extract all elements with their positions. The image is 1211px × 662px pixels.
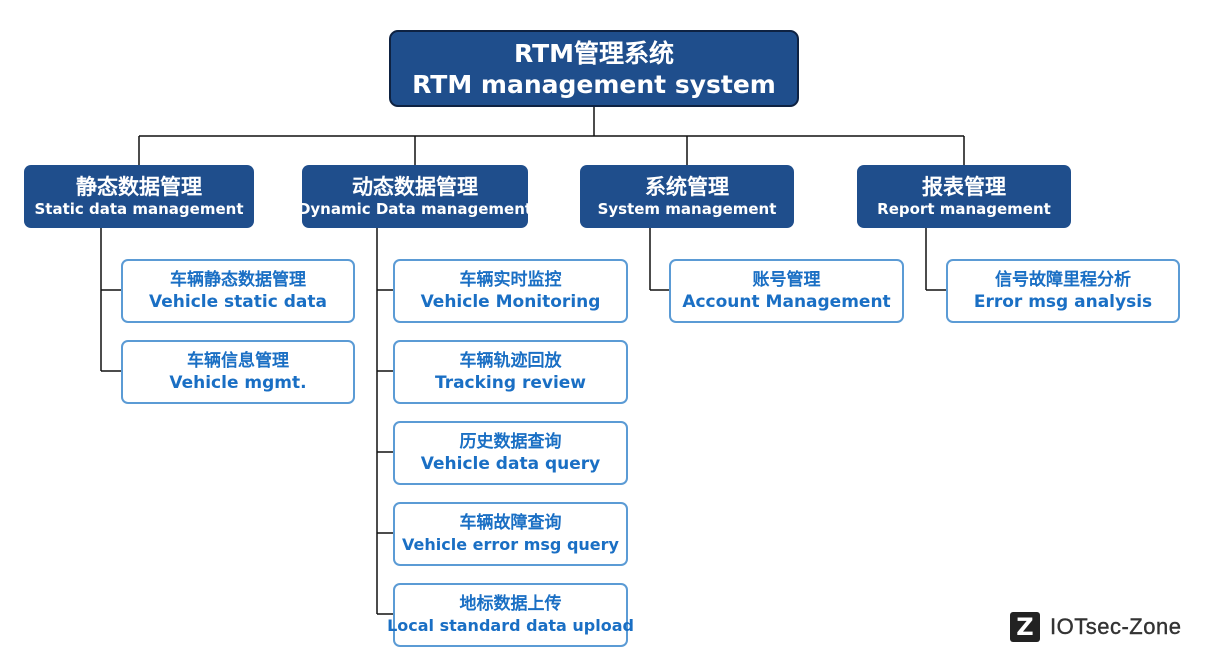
category-label-zh: 系统管理 <box>645 174 729 199</box>
category-dynamic-data: 动态数据管理 Dynamic Data management <box>302 165 528 228</box>
leaf-label-zh: 历史数据查询 <box>459 432 562 452</box>
leaf-label-en: Vehicle error msg query <box>402 535 619 554</box>
category-label-en: System management <box>597 199 777 218</box>
leaf-label-en: Vehicle data query <box>420 454 601 474</box>
leaf-vehicle-error-query: 车辆故障查询 Vehicle error msg query <box>393 502 628 566</box>
category-report: 报表管理 Report management <box>857 165 1071 228</box>
leaf-label-zh: 车辆轨迹回放 <box>459 351 562 371</box>
category-static-data: 静态数据管理 Static data management <box>24 165 254 228</box>
leaf-local-standard-upload: 地标数据上传 Local standard data upload <box>387 583 634 647</box>
leaf-vehicle-static-data: 车辆静态数据管理 Vehicle static data <box>121 259 355 323</box>
leaf-vehicle-monitoring: 车辆实时监控 Vehicle Monitoring <box>393 259 628 323</box>
leaf-label-en: Local standard data upload <box>387 616 634 635</box>
leaf-tracking-review: 车辆轨迹回放 Tracking review <box>393 340 628 404</box>
leaf-label-zh: 车辆信息管理 <box>187 351 289 371</box>
leaf-label-zh: 车辆静态数据管理 <box>170 270 306 290</box>
root-node: RTM管理系统 RTM management system <box>389 30 799 107</box>
leaf-label-zh: 信号故障里程分析 <box>995 270 1131 290</box>
leaf-label-en: Vehicle mgmt. <box>169 373 307 393</box>
category-label-zh: 静态数据管理 <box>76 174 202 199</box>
leaf-vehicle-data-query: 历史数据查询 Vehicle data query <box>393 421 628 485</box>
root-title-en: RTM management system <box>412 69 776 99</box>
leaf-account-management: 账号管理 Account Management <box>669 259 904 323</box>
category-label-en: Report management <box>877 199 1051 218</box>
leaf-label-en: Vehicle static data <box>149 292 327 312</box>
leaf-label-en: Vehicle Monitoring <box>420 292 601 312</box>
zone-logo-icon: Z <box>1010 612 1040 642</box>
watermark: Z IOTsec-Zone <box>1010 612 1181 642</box>
leaf-vehicle-mgmt: 车辆信息管理 Vehicle mgmt. <box>121 340 355 404</box>
category-label-zh: 报表管理 <box>922 174 1006 199</box>
leaf-label-zh: 账号管理 <box>752 270 821 290</box>
leaf-label-en: Error msg analysis <box>973 292 1153 312</box>
category-system: 系统管理 System management <box>580 165 794 228</box>
leaf-error-msg-analysis: 信号故障里程分析 Error msg analysis <box>946 259 1180 323</box>
leaf-label-en: Account Management <box>682 292 891 312</box>
leaf-label-zh: 车辆实时监控 <box>459 270 562 290</box>
watermark-text: IOTsec-Zone <box>1050 614 1182 639</box>
category-label-en: Dynamic Data management <box>302 199 528 218</box>
leaf-label-en: Tracking review <box>434 373 587 393</box>
leaf-label-zh: 车辆故障查询 <box>459 513 562 533</box>
category-label-zh: 动态数据管理 <box>352 174 478 199</box>
leaf-label-zh: 地标数据上传 <box>459 594 562 614</box>
category-label-en: Static data management <box>34 199 244 218</box>
root-title-zh: RTM管理系统 <box>513 38 675 68</box>
